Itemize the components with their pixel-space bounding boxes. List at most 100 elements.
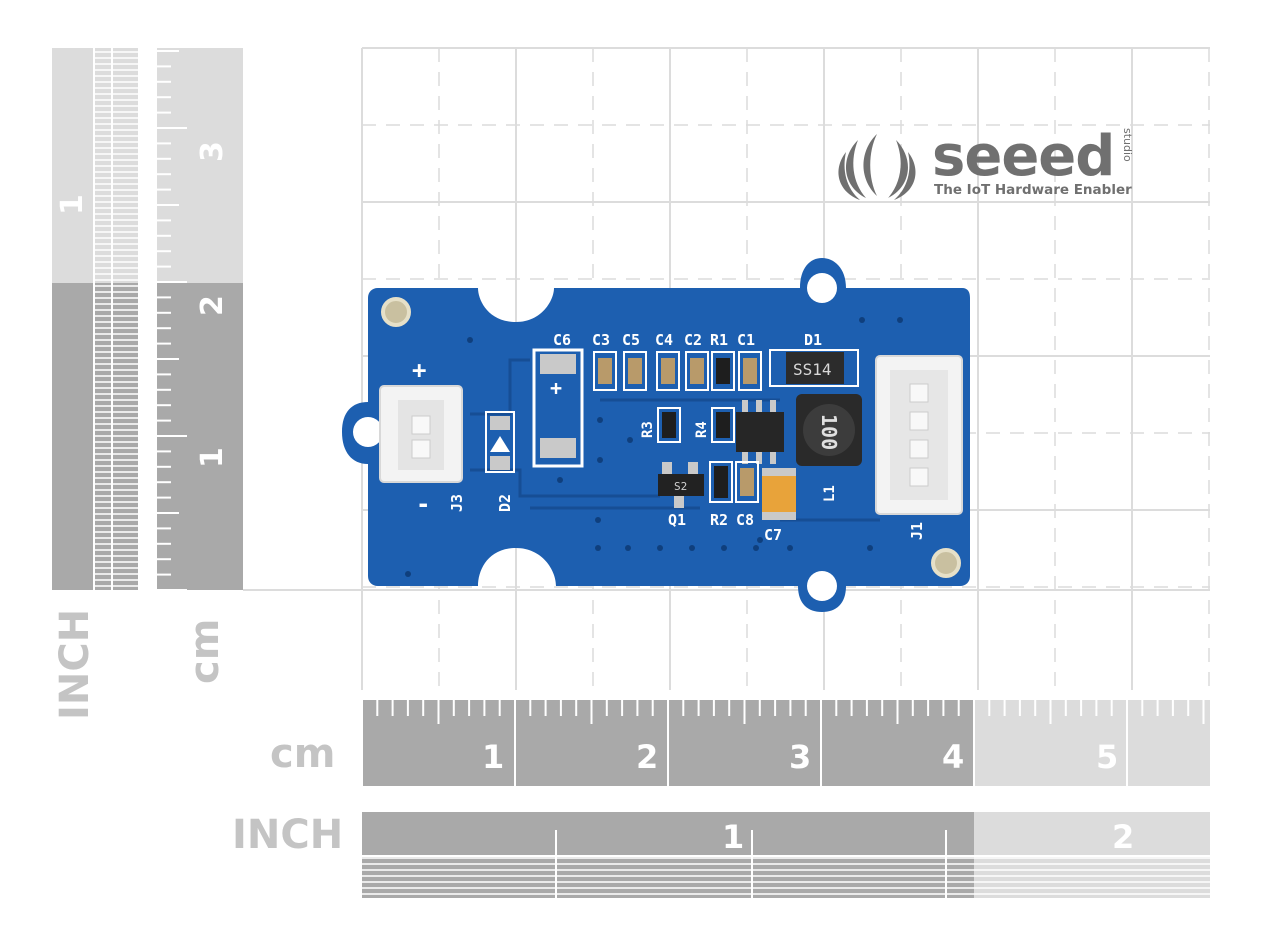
inductor-label: 100	[817, 414, 841, 450]
bottom-cm-number-1: 1	[482, 738, 504, 776]
q1-chip-label: S2	[674, 480, 687, 493]
inductor-l1: 100	[796, 394, 862, 466]
label-c8: C8	[736, 511, 754, 529]
mount-hole-left	[353, 417, 383, 447]
via	[859, 317, 865, 323]
smd-body	[661, 358, 675, 384]
left-cm-ruler: 3 2 1	[157, 48, 243, 591]
bottom-cm-number-2: 2	[636, 738, 658, 776]
via	[627, 437, 633, 443]
bottom-cm-number-4: 4	[942, 738, 964, 776]
smd-outline	[623, 351, 647, 391]
via	[405, 571, 411, 577]
label-j1: J1	[908, 522, 926, 540]
mount-hole-top	[807, 273, 837, 303]
via	[657, 545, 663, 551]
via	[595, 545, 601, 551]
connector-j1	[875, 355, 963, 515]
pcb-substrate	[342, 258, 970, 612]
label-plus: +	[412, 356, 426, 384]
via	[625, 545, 631, 551]
brand-sub: studio	[1121, 128, 1134, 162]
bottom-cm-number-3: 3	[789, 738, 811, 776]
resistor-r2	[709, 461, 733, 503]
via	[467, 337, 473, 343]
capacitor-c8	[735, 461, 759, 503]
label-c2: C2	[684, 331, 702, 349]
via	[753, 545, 759, 551]
bottom-inch-ruler: 1 2	[362, 812, 1210, 898]
left-cm-number-1: 1	[195, 447, 230, 468]
left-cm-label: cm	[182, 619, 228, 684]
smd-outline	[711, 351, 735, 391]
resistor-r4	[711, 407, 735, 443]
via	[595, 517, 601, 523]
label-r1: R1	[710, 331, 728, 349]
label-d1: D1	[804, 331, 822, 349]
bottom-inch-number-1: 1	[722, 818, 744, 856]
label-c6-plus: +	[550, 376, 562, 400]
label-r4: R4	[694, 421, 710, 438]
label-c6: C6	[553, 331, 571, 349]
brand-name: seeed	[932, 124, 1114, 189]
label-q1: Q1	[668, 511, 686, 529]
label-d2: D2	[496, 494, 514, 512]
bottom-cm-number-5: 5	[1096, 738, 1118, 776]
via	[787, 545, 793, 551]
smd-body	[716, 358, 730, 384]
left-cm-number-2: 2	[195, 295, 230, 316]
smd-outline	[685, 351, 709, 391]
smd-outline	[738, 351, 762, 391]
label-minus: -	[416, 490, 430, 518]
grove-pcb-board: C6 C3 C5 C4 C2 R1 C1 D1 R3 R4 L1 Q1 R2 C…	[342, 258, 970, 612]
via	[689, 545, 695, 551]
via	[721, 545, 727, 551]
brand-tagline: The IoT Hardware Enabler	[934, 182, 1132, 198]
via	[597, 457, 603, 463]
capacitor-c7	[762, 468, 796, 520]
diode-d1: SS14	[769, 349, 859, 387]
smd-body	[598, 358, 612, 384]
via	[867, 545, 873, 551]
seeed-logo: seeed studio The IoT Hardware Enabler	[838, 124, 1134, 200]
left-inch-label: INCH	[52, 609, 98, 720]
smd-outline	[593, 351, 617, 391]
left-inch-number: 1	[55, 194, 90, 215]
via	[897, 317, 903, 323]
label-r3: R3	[640, 421, 656, 438]
label-c3: C3	[592, 331, 610, 349]
bottom-cm-label: cm	[270, 731, 335, 777]
mount-hole-bottom	[807, 571, 837, 601]
resistor-r3	[657, 407, 681, 443]
fiducial-top-left	[381, 297, 411, 327]
bottom-inch-number-2: 2	[1112, 818, 1134, 856]
left-inch-ruler: 1	[52, 48, 138, 590]
label-r2: R2	[710, 511, 728, 529]
via	[597, 417, 603, 423]
d1-chip-label: SS14	[793, 360, 832, 379]
smd-outline	[656, 351, 680, 391]
led-d2	[485, 411, 515, 473]
capacitor-c6: +	[532, 348, 584, 468]
transistor-q1: S2	[658, 462, 704, 508]
smd-body	[690, 358, 704, 384]
via	[757, 537, 763, 543]
label-c5: C5	[622, 331, 640, 349]
label-c7: C7	[764, 526, 782, 544]
fiducial-bottom-right	[931, 548, 961, 578]
label-c4: C4	[655, 331, 673, 349]
bottom-inch-label: INCH	[232, 812, 343, 858]
via	[557, 477, 563, 483]
smd-body	[743, 358, 757, 384]
smd-body	[628, 358, 642, 384]
label-c1: C1	[737, 331, 755, 349]
bottom-cm-ruler: 1 2 3 4 5	[361, 700, 1210, 786]
connector-j3	[379, 385, 463, 483]
label-l1: L1	[822, 485, 838, 502]
ic-u1	[736, 400, 784, 464]
left-cm-number-3: 3	[195, 141, 230, 162]
smd-capacitors	[593, 351, 762, 391]
seeed-flame-icon	[838, 134, 916, 200]
label-j3: J3	[448, 494, 466, 512]
